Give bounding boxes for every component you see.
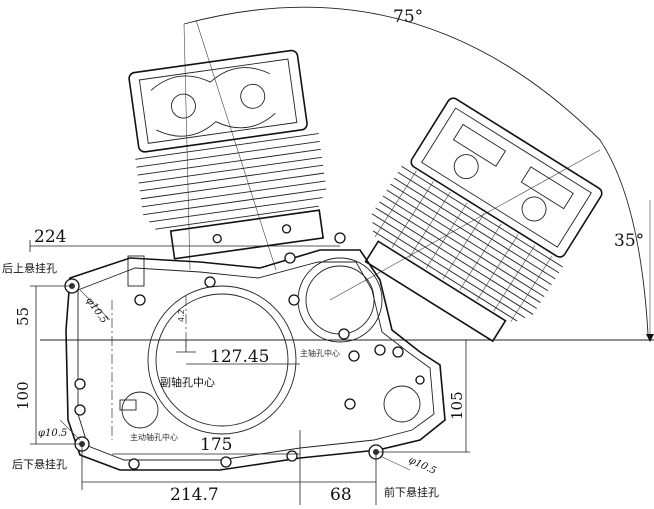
countershaft-center-label: 副轴孔中心	[160, 375, 215, 389]
dim-55-label: 55	[14, 307, 32, 326]
diameter-label-front: φ10.5	[407, 455, 438, 477]
dim-68-label: 68	[330, 485, 352, 505]
rear-upper-mount-label: 后上悬挂孔	[2, 261, 57, 275]
dim-224-label: 224	[34, 227, 66, 247]
angle-75-label: 75°	[393, 7, 423, 27]
dim-214-label: 214.7	[170, 485, 219, 505]
angle-construction	[40, 6, 654, 342]
front-cylinder	[364, 97, 603, 343]
dim-100-label: 100	[14, 381, 32, 410]
dim-4-label: 4.2	[177, 309, 186, 322]
dimension-labels: 75° 35° 224 55 100 105 127.45 4.2 175 21…	[14, 7, 644, 505]
dimension-lines	[29, 240, 470, 505]
crankcase	[65, 249, 446, 471]
dim-175-label: 175	[200, 435, 232, 455]
main-shaft-center-label: 主轴孔中心	[300, 348, 340, 358]
rear-lower-mount-label: 后下悬挂孔	[12, 457, 67, 471]
rear-cylinder	[128, 49, 327, 260]
dim-127-label: 127.45	[210, 347, 269, 367]
diameter-label-lower-left: φ10.5	[38, 428, 67, 439]
dim-105-label: 105	[448, 391, 466, 420]
output-shaft-center-label: 主动轴孔中心	[130, 432, 178, 442]
front-lower-mount-label: 前下悬挂孔	[384, 485, 439, 499]
diameter-label-upper: φ10.5	[84, 295, 110, 325]
angle-35-label: 35°	[614, 231, 644, 251]
